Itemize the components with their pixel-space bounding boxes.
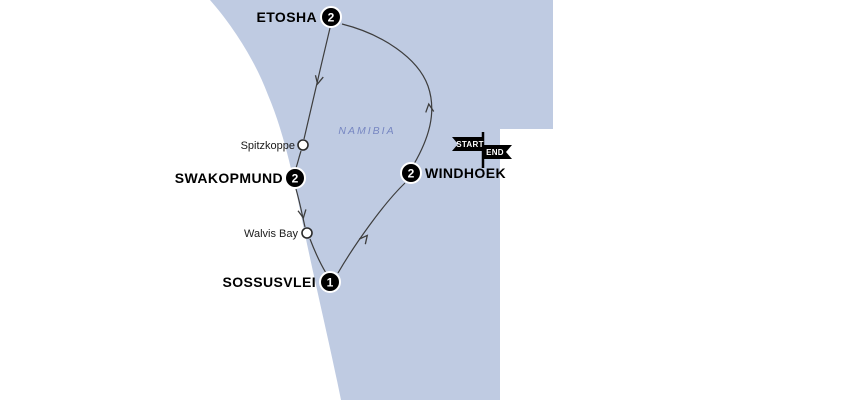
poi-spitzkoppe[interactable]: Spitzkoppe [241, 139, 309, 152]
nights-badge [400, 162, 422, 184]
stop-label: SWAKOPMUND [175, 170, 283, 186]
poi-label: Walvis Bay [244, 228, 298, 240]
route-line [309, 238, 327, 274]
stop-swakopmund[interactable]: SWAKOPMUND 2 [175, 167, 306, 189]
region-label: NAMIBIA [338, 125, 395, 137]
stop-sossusvlei[interactable]: SOSSUSVLEI 1 [223, 271, 341, 293]
poi-label: Spitzkoppe [241, 140, 295, 152]
end-flag-icon [483, 145, 512, 159]
nights-count: 2 [328, 11, 335, 25]
nights-count: 1 [327, 276, 334, 290]
poi-walvis-bay[interactable]: Walvis Bay [244, 227, 313, 240]
nights-count: 2 [292, 172, 299, 186]
nights-badge [320, 6, 342, 28]
stop-label: SOSSUSVLEI [223, 274, 316, 290]
nights-badge [284, 167, 306, 189]
route-line [341, 23, 433, 165]
end-flag-label: END [486, 148, 504, 157]
direction-arrow-icon [358, 234, 369, 245]
stop-windhoek[interactable]: 2 WINDHOEK [400, 162, 506, 184]
stop-label: ETOSHA [257, 9, 318, 25]
start-end-flag: START END [452, 132, 512, 168]
route-lines [295, 23, 435, 274]
nights-count: 2 [408, 167, 415, 181]
poi-dot-icon [301, 227, 313, 239]
route-line [295, 150, 302, 169]
direction-arrow-icon [297, 209, 307, 220]
stop-etosha[interactable]: ETOSHA 2 [257, 6, 342, 28]
poi-dot-icon [297, 139, 309, 151]
start-flag-icon [452, 137, 483, 151]
route-line [295, 188, 306, 228]
nights-badge [319, 271, 341, 293]
direction-arrow-icon [314, 75, 324, 86]
direction-arrow-icon [425, 102, 435, 113]
route-line [337, 182, 406, 274]
stop-label: WINDHOEK [425, 165, 506, 181]
route-line [303, 27, 331, 140]
namibia-landmass [210, 0, 553, 400]
start-flag-label: START [456, 140, 484, 149]
